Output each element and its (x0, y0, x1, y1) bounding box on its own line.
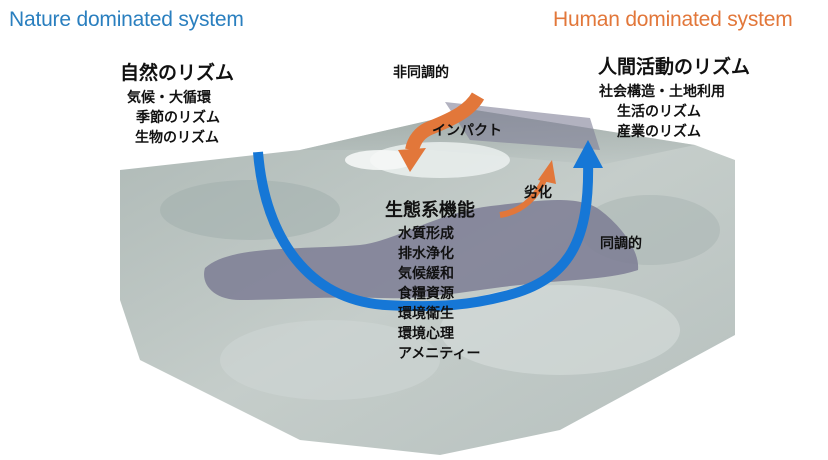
ecosystem-function-item: 気候緩和 (398, 266, 454, 282)
ecosystem-function-item: 環境心理 (398, 326, 454, 342)
ecosystem-function-item: アメニティー (398, 346, 481, 362)
human-rhythm-list: 社会構造・土地利用 生活のリズム 産業のリズム (599, 82, 725, 142)
degradation-label: 劣化 (524, 185, 552, 201)
nature-rhythm-item: 季節のリズム (136, 110, 220, 126)
impact-arrowhead (398, 148, 426, 172)
nature-rhythm-item: 生物のリズム (135, 130, 219, 146)
ecosystem-function-list: 水質形成 排水浄化 気候緩和 食糧資源 環境衛生 環境心理 アメニティー (398, 224, 480, 364)
human-rhythm-heading: 人間活動のリズム (598, 56, 751, 78)
synchronous-label: 同調的 (600, 236, 642, 252)
impact-arrow (405, 92, 485, 152)
human-rhythm-item: 生活のリズム (617, 104, 701, 120)
human-rhythm-item: 産業のリズム (617, 124, 701, 140)
ecosystem-function-item: 食糧資源 (398, 286, 454, 302)
degradation-arrow (499, 176, 548, 218)
asynchronous-label: 非同調的 (393, 65, 449, 81)
ecosystem-function-item: 環境衛生 (398, 306, 454, 322)
nature-rhythm-list: 気候・大循環 季節のリズム 生物のリズム (127, 88, 220, 148)
human-rhythm-item: 社会構造・土地利用 (599, 84, 725, 100)
synchronous-cycle-arrow (253, 151, 594, 312)
human-system-title: Human dominated system (553, 8, 793, 31)
ecosystem-function-item: 排水浄化 (398, 246, 454, 262)
impact-label: インパクト (432, 123, 502, 139)
ecosystem-function-item: 水質形成 (398, 226, 454, 242)
nature-system-title: Nature dominated system (9, 8, 244, 31)
degradation-arrowhead (538, 160, 556, 184)
nature-rhythm-item: 気候・大循環 (127, 90, 211, 106)
nature-rhythm-heading: 自然のリズム (120, 62, 235, 84)
synchronous-arrowhead (573, 140, 603, 168)
ecosystem-heading: 生態系機能 (385, 200, 475, 221)
